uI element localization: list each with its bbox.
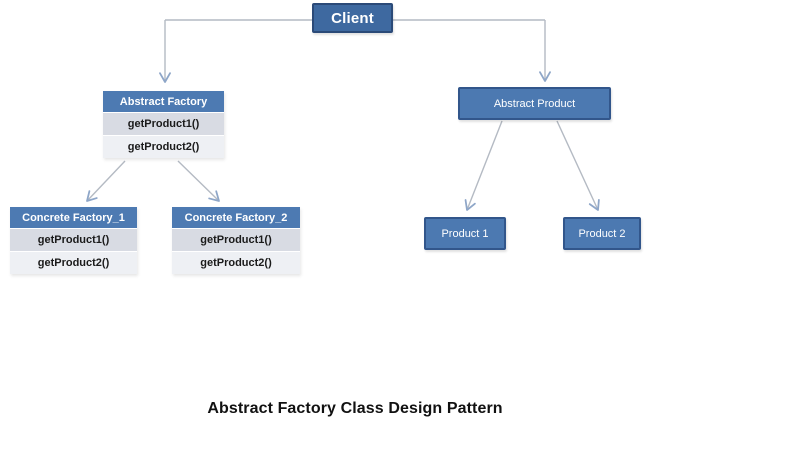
abstract-factory-class: Abstract Factory getProduct1() getProduc… xyxy=(103,91,224,158)
connector-product-to-product-2 xyxy=(556,120,600,211)
connector-product-to-product-1 xyxy=(464,120,503,211)
concrete-factory-2-method-2: getProduct2() xyxy=(172,251,300,274)
abstract-factory-method-1: getProduct1() xyxy=(103,112,224,135)
abstract-factory-title: Abstract Factory xyxy=(103,91,224,112)
connector-factory-to-concrete-1 xyxy=(86,160,126,202)
concrete-factory-1-title: Concrete Factory_1 xyxy=(10,207,137,228)
concrete-factory-1-method-1: getProduct1() xyxy=(10,228,137,251)
abstract-factory-method-2: getProduct2() xyxy=(103,135,224,158)
connector-factory-to-concrete-2 xyxy=(177,160,220,202)
concrete-factory-2-class: Concrete Factory_2 getProduct1() getProd… xyxy=(172,207,300,274)
concrete-factory-2-method-1: getProduct1() xyxy=(172,228,300,251)
concrete-factory-2-title: Concrete Factory_2 xyxy=(172,207,300,228)
concrete-factory-1-class: Concrete Factory_1 getProduct1() getProd… xyxy=(10,207,137,274)
client-node: Client xyxy=(312,3,393,33)
product-1-node: Product 1 xyxy=(424,217,506,250)
abstract-product-node: Abstract Product xyxy=(458,87,611,120)
product-2-node: Product 2 xyxy=(563,217,641,250)
concrete-factory-1-method-2: getProduct2() xyxy=(10,251,137,274)
diagram-caption: Abstract Factory Class Design Pattern xyxy=(207,400,503,417)
